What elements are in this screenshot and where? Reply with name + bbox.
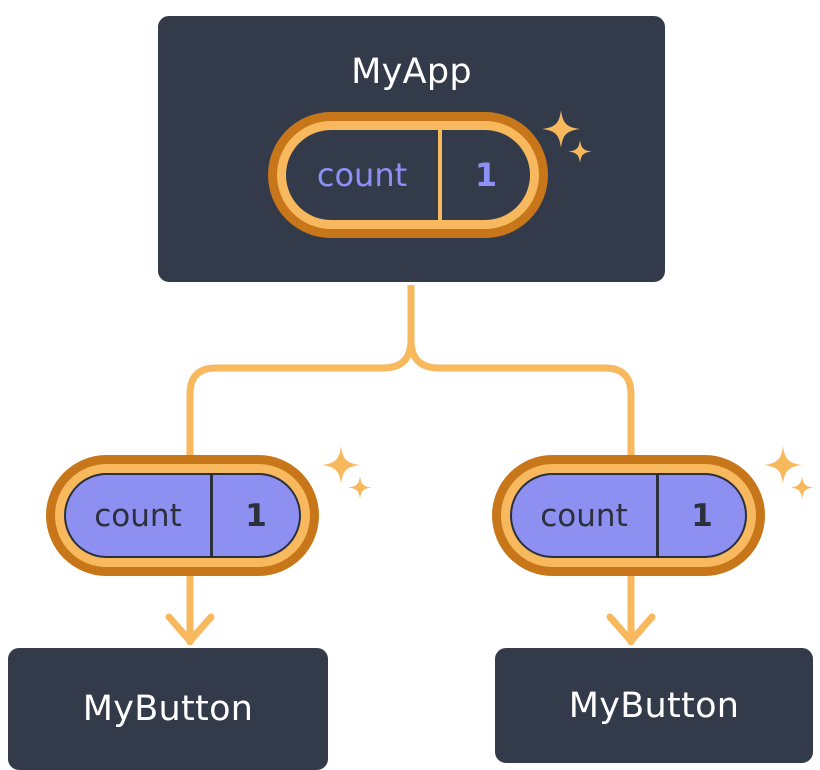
state-pill-inner-ring: count 1 xyxy=(501,464,756,567)
sparkles-icon xyxy=(322,446,372,499)
component-title: MyButton xyxy=(568,685,740,726)
state-pill-inner-ring: count 1 xyxy=(55,464,310,567)
state-pill-inner-ring: count 1 xyxy=(277,121,539,229)
state-pill-body: count 1 xyxy=(64,473,301,558)
state-value-label: 1 xyxy=(474,156,498,194)
sparkles-icon xyxy=(764,446,814,499)
state-key-label: count xyxy=(286,130,442,220)
state-key-label: count xyxy=(512,475,659,556)
component-title: MyButton xyxy=(82,689,254,729)
arrow-down-icon xyxy=(165,572,215,646)
page-title: MyApp xyxy=(351,52,472,92)
state-key-label: count xyxy=(66,475,213,556)
state-value-label: 1 xyxy=(691,497,713,534)
branch-connector-icon xyxy=(186,281,635,474)
component-card-mybutton-right[interactable]: MyButton xyxy=(492,645,816,766)
state-pill-body: count 1 xyxy=(510,473,747,558)
component-card-mybutton-left[interactable]: MyButton xyxy=(5,645,331,770)
state-pill-child-right[interactable]: count 1 xyxy=(492,455,765,576)
state-pill-myapp[interactable]: count 1 xyxy=(268,112,548,238)
state-pill-child-left[interactable]: count 1 xyxy=(46,455,319,576)
arrow-down-icon xyxy=(606,572,656,646)
state-pill-body: count 1 xyxy=(286,130,530,220)
state-value-label: 1 xyxy=(245,497,267,534)
